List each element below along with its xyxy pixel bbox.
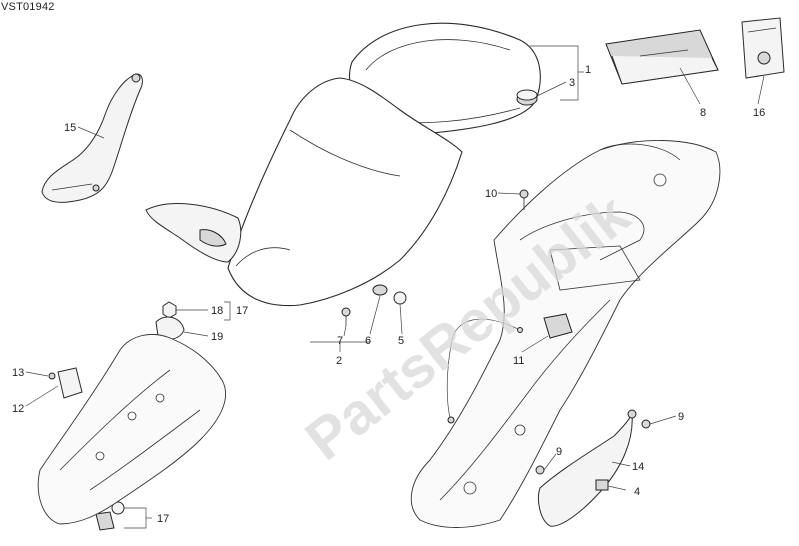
grommet-part-3[interactable]: [516, 89, 538, 106]
document-bag-part[interactable]: [741, 17, 785, 79]
callout-9-upper[interactable]: 9: [678, 411, 684, 423]
owner-manual-part[interactable]: [605, 29, 719, 85]
callout-12[interactable]: 12: [12, 403, 24, 415]
callout-1[interactable]: 1: [585, 64, 591, 76]
pin-part-5[interactable]: [393, 291, 407, 305]
callout-8[interactable]: 8: [700, 107, 706, 119]
callout-2[interactable]: 2: [336, 355, 342, 367]
callout-labels: 1 2 3 4 5 6 7 8 9 9 10 11 12 13 14 15 16…: [12, 64, 765, 525]
callout-10[interactable]: 10: [485, 188, 497, 200]
side-cover-part-14[interactable]: [537, 409, 637, 527]
drawing-id-label: VST01942: [1, 1, 55, 13]
underseat-tray: [37, 334, 227, 525]
seat-tail-part: [145, 203, 242, 263]
rider-seat-part[interactable]: [227, 77, 463, 307]
callout-18[interactable]: 18: [211, 305, 223, 317]
callout-3[interactable]: 3: [569, 77, 575, 89]
screw-part-9-lower[interactable]: [535, 465, 545, 475]
callout-9-lower[interactable]: 9: [556, 446, 562, 458]
screw-part-13[interactable]: [48, 372, 56, 380]
callout-17-upper[interactable]: 17: [236, 305, 248, 317]
nut-part-18[interactable]: [162, 301, 177, 319]
bush-part-6[interactable]: [372, 284, 388, 296]
callout-4[interactable]: 4: [634, 486, 640, 498]
bracket-part-15[interactable]: [41, 73, 143, 203]
callout-13[interactable]: 13: [12, 367, 24, 379]
callout-14[interactable]: 14: [632, 461, 644, 473]
callout-6[interactable]: 6: [365, 335, 371, 347]
callout-15[interactable]: 15: [64, 122, 76, 134]
clip-part-4[interactable]: [595, 479, 609, 491]
screw-part-9-upper[interactable]: [641, 419, 651, 429]
callout-11[interactable]: 11: [513, 355, 524, 367]
leader-lines: [25, 45, 765, 529]
screw-part-7[interactable]: [341, 307, 351, 326]
bracket-part-12[interactable]: [57, 367, 83, 399]
callout-16[interactable]: 16: [753, 107, 765, 119]
callout-17-lower[interactable]: 17: [157, 513, 169, 525]
callout-7[interactable]: 7: [337, 335, 343, 347]
seat-lock-part-11[interactable]: [446, 313, 573, 424]
callout-5[interactable]: 5: [398, 335, 404, 347]
callout-19[interactable]: 19: [211, 331, 223, 343]
